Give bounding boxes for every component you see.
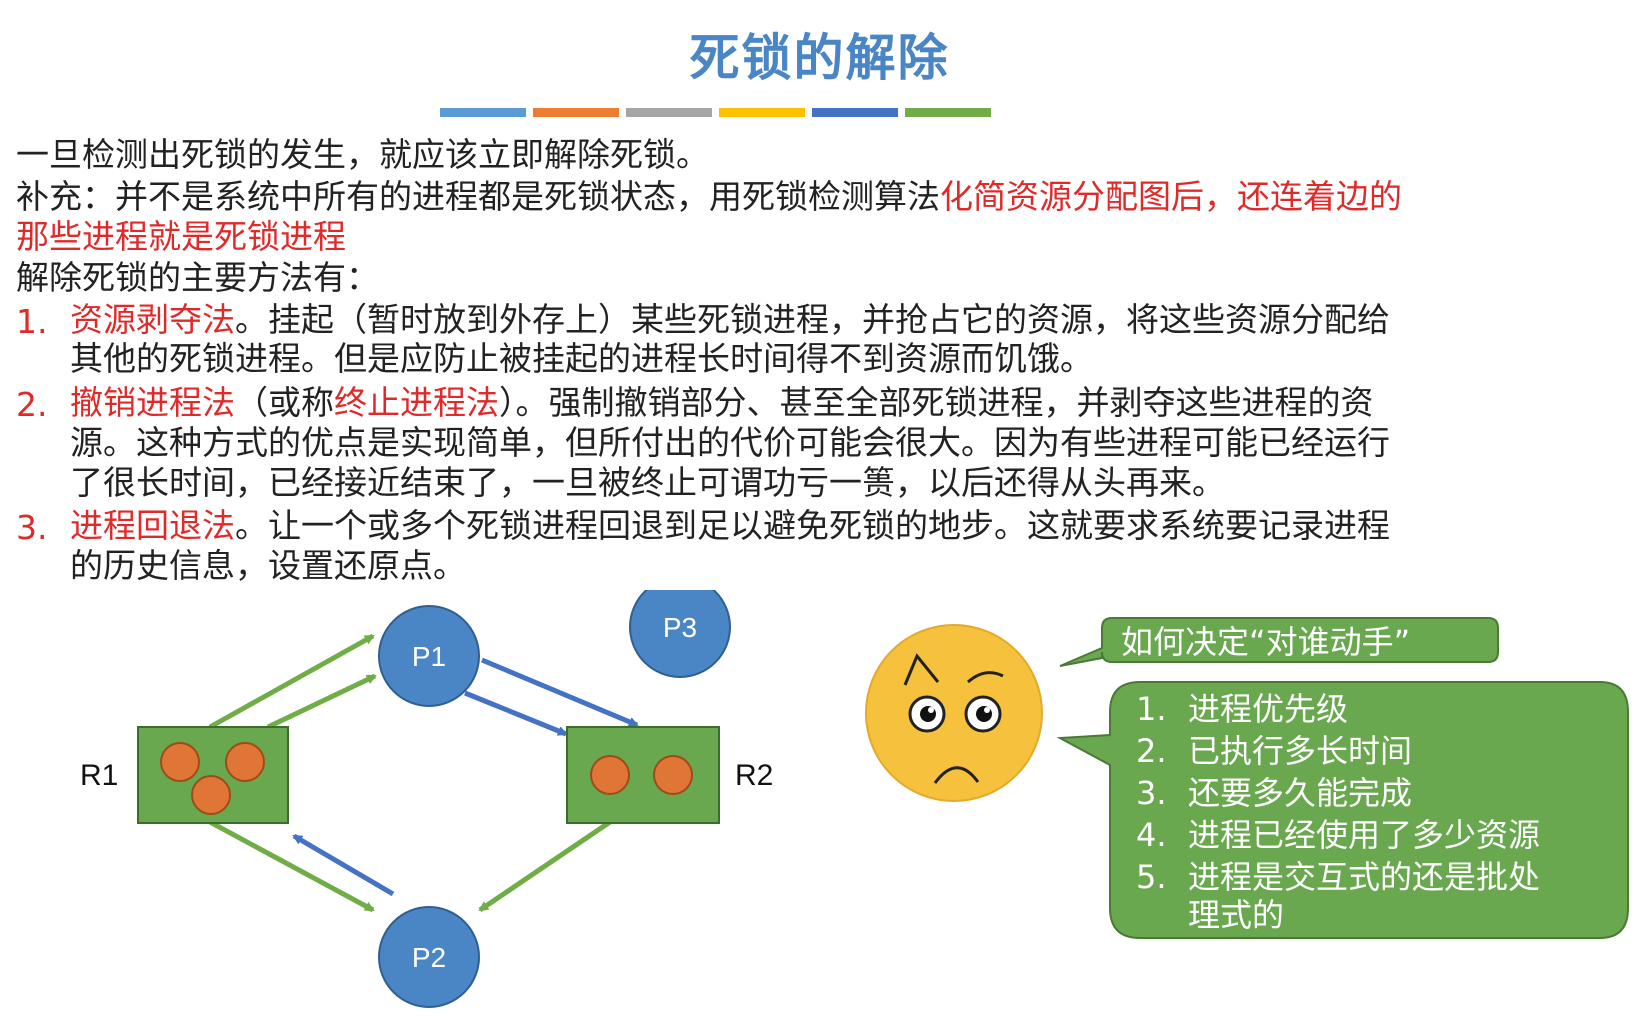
worried-face-icon xyxy=(865,624,1043,802)
method-3-line-2: 的历史信息，设置还原点。 xyxy=(70,546,466,585)
method-3-line-1: 进程回退法。让一个或多个死锁进程回退到足以避免死锁的地步。这就要求系统要记录进程 xyxy=(70,505,1390,546)
method-1-line-1: 资源剥夺法。挂起（暂时放到外存上）某些死锁进程，并抢占它的资源，将这些资源分配给 xyxy=(70,299,1390,340)
criteria-bubble xyxy=(1056,681,1629,939)
method-3-desc: 。让一个或多个死锁进程回退到足以避免死锁的地步。这就要求系统要记录进程 xyxy=(235,506,1390,545)
resource-allocation-diagram: R1 R2 P1 P2 P3 如何决定“对谁动手” 1. 进程优先级 2. 已执… xyxy=(80,590,1629,1008)
method-1-number: 1. xyxy=(16,302,48,341)
criteria-3-text: 还要多久能完成 xyxy=(1188,774,1412,812)
supplement-line-2: 那些进程就是死锁进程 xyxy=(16,217,346,256)
criteria-1-number: 1. xyxy=(1136,690,1167,728)
edge-r2-to-p2 xyxy=(478,819,612,913)
process-label-p1: P1 xyxy=(412,641,446,672)
edge-p2-to-r1 xyxy=(292,833,395,897)
methods-intro: 解除死锁的主要方法有： xyxy=(16,258,379,297)
process-label-p3: P3 xyxy=(663,612,697,643)
edge-p1-to-r2-a xyxy=(481,657,639,728)
supplement-line-1: 补充：并不是系统中所有的进程都是死锁状态，用死锁检测算法化简资源分配图后，还连着… xyxy=(16,176,1402,217)
criteria-4-number: 4. xyxy=(1136,816,1167,854)
method-2-alt-prefix: （或称 xyxy=(235,383,334,422)
criteria-2-text: 已执行多长时间 xyxy=(1188,732,1412,770)
r2-instance-2 xyxy=(653,755,693,795)
criteria-5-number: 5. xyxy=(1136,858,1167,896)
process-p3 xyxy=(629,590,731,678)
title-divider-segment-3 xyxy=(626,108,712,117)
method-2-line-3: 了很长时间，已经接近结束了，一旦被终止可谓功亏一篑，以后还得从头再来。 xyxy=(70,463,1225,502)
edge-r1-to-p1-a xyxy=(208,633,375,730)
method-2-desc: ）。强制撤销部分、甚至全部死锁进程，并剥夺这些进程的资 xyxy=(499,383,1374,422)
method-2-alt-name: 终止进程法 xyxy=(334,383,499,422)
question-bubble xyxy=(1059,617,1499,667)
supplement-prefix: 补充：并不是系统中所有的进程都是死锁状态，用死锁检测算法 xyxy=(16,177,940,216)
criteria-1-text: 进程优先级 xyxy=(1188,690,1348,728)
title-divider-segment-2 xyxy=(533,108,619,117)
resource-r2 xyxy=(566,726,720,824)
method-2-line-1: 撤销进程法（或称终止进程法）。强制撤销部分、甚至全部死锁进程，并剥夺这些进程的资 xyxy=(70,382,1374,423)
page-title: 死锁的解除 xyxy=(689,29,950,87)
method-2-name: 撤销进程法 xyxy=(70,383,235,422)
r1-instance-2 xyxy=(225,742,265,782)
intro-text: 一旦检测出死锁的发生，就应该立即解除死锁。 xyxy=(16,135,709,174)
method-2-number: 2. xyxy=(16,385,48,424)
edge-p1-to-r2-b xyxy=(464,690,568,737)
method-2-line-2: 源。这种方式的优点是实现简单，但所付出的代价可能会很大。因为有些进程可能已经运行 xyxy=(70,423,1390,462)
question-bubble-text: 如何决定“对谁动手” xyxy=(1121,623,1410,661)
criteria-3-number: 3. xyxy=(1136,774,1167,812)
title-divider-segment-6 xyxy=(905,108,991,117)
edge-r1-to-p2 xyxy=(208,819,375,913)
criteria-5-text-cont: 理式的 xyxy=(1188,896,1284,934)
r1-instance-3 xyxy=(191,775,231,815)
criteria-2-number: 2. xyxy=(1136,732,1167,770)
r2-instance-1 xyxy=(590,755,630,795)
r1-instance-1 xyxy=(160,742,200,782)
title-divider-segment-4 xyxy=(719,108,805,117)
edge-r1-to-p1-b xyxy=(266,673,377,730)
title-divider-segment-1 xyxy=(440,108,526,117)
resource-label-r1: R1 xyxy=(80,759,118,792)
method-3-name: 进程回退法 xyxy=(70,506,235,545)
criteria-5-text: 进程是交互式的还是批处 xyxy=(1188,858,1540,896)
method-3-number: 3. xyxy=(16,508,48,547)
supplement-highlight: 化简资源分配图后，还连着边的 xyxy=(940,177,1402,216)
criteria-4-text: 进程已经使用了多少资源 xyxy=(1188,816,1540,854)
method-1-desc: 。挂起（暂时放到外存上）某些死锁进程，并抢占它的资源，将这些资源分配给 xyxy=(235,300,1390,339)
process-label-p2: P2 xyxy=(412,942,446,973)
title-divider-segment-5 xyxy=(812,108,898,117)
method-1-line-2: 其他的死锁进程。但是应防止被挂起的进程长时间得不到资源而饥饿。 xyxy=(70,339,1093,378)
resource-label-r2: R2 xyxy=(735,759,773,792)
process-p1 xyxy=(378,605,480,707)
process-p2 xyxy=(378,906,480,1008)
method-1-name: 资源剥夺法 xyxy=(70,300,235,339)
